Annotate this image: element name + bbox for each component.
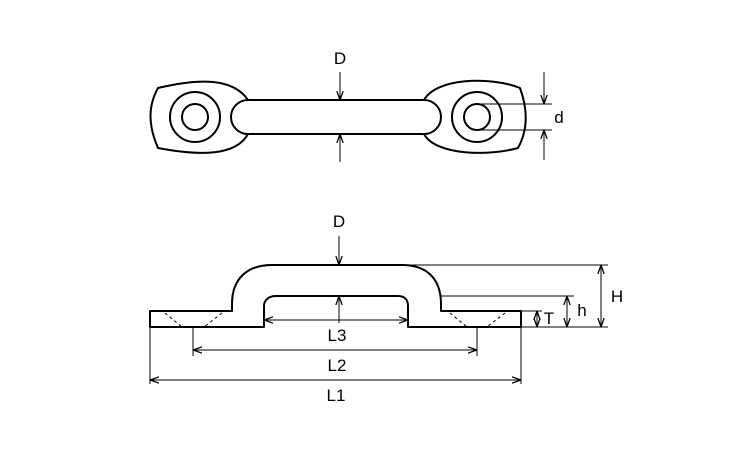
right-countersink-hidden-right — [486, 312, 506, 328]
L1-label: L1 — [327, 386, 346, 405]
left-countersink-hidden-left — [164, 312, 183, 328]
left-eye-outer — [169, 91, 221, 143]
right-eye-hole — [463, 103, 491, 131]
h-label: h — [577, 301, 586, 320]
side-view: D H h T L3 L2 L1 — [149, 212, 623, 405]
L3-label: L3 — [328, 326, 347, 345]
top-view-slot-left-end — [230, 99, 249, 135]
top-view-d-label: D — [334, 49, 346, 68]
left-eye-hole — [181, 103, 209, 131]
right-countersink-hidden-left — [449, 312, 468, 328]
right-eye-outer — [451, 91, 503, 143]
left-countersink-hidden-right — [203, 312, 223, 328]
hole-diameter-label: d — [554, 108, 563, 127]
L2-label: L2 — [328, 356, 347, 375]
T-label: T — [544, 309, 554, 328]
side-view-d-label: D — [333, 212, 345, 231]
top-view: D d — [149, 49, 564, 162]
H-label: H — [611, 287, 623, 306]
top-view-slot-right-end — [423, 99, 442, 135]
top-view-outline — [149, 79, 527, 154]
